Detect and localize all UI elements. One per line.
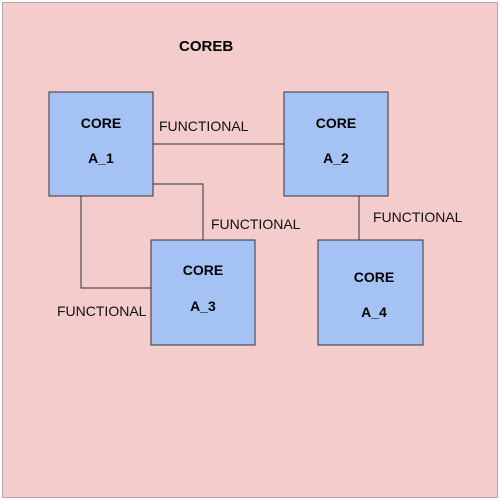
node-a4: CORE A_4 — [317, 239, 424, 346]
node-a2-title: CORE — [316, 115, 356, 131]
node-a2-label: A_2 — [323, 150, 349, 166]
diagram-title: COREB — [179, 38, 233, 55]
edge-a1-a3-right — [153, 183, 204, 240]
node-a1-label: A_1 — [88, 150, 114, 166]
edge-label-a1-a2: FUNCTIONAL — [159, 118, 249, 134]
node-a2: CORE A_2 — [283, 91, 389, 197]
node-a2-box — [283, 91, 389, 197]
edge-label-a2-a4: FUNCTIONAL — [373, 209, 463, 225]
edge-label-a1-a3-right: FUNCTIONAL — [211, 216, 301, 232]
node-a1-box — [48, 91, 154, 197]
node-a3-box — [150, 239, 256, 346]
node-a4-label: A_4 — [361, 304, 387, 320]
node-a3-label: A_3 — [190, 298, 216, 314]
node-a1: CORE A_1 — [48, 91, 154, 197]
node-a1-title: CORE — [81, 115, 121, 131]
edge-a1-a3-left — [80, 196, 151, 289]
node-a4-box — [317, 239, 424, 346]
edge-label-a1-a3-left: FUNCTIONAL — [57, 303, 147, 319]
node-a3-title: CORE — [183, 262, 223, 278]
node-a3: CORE A_3 — [150, 239, 256, 346]
node-a4-title: CORE — [354, 269, 394, 285]
